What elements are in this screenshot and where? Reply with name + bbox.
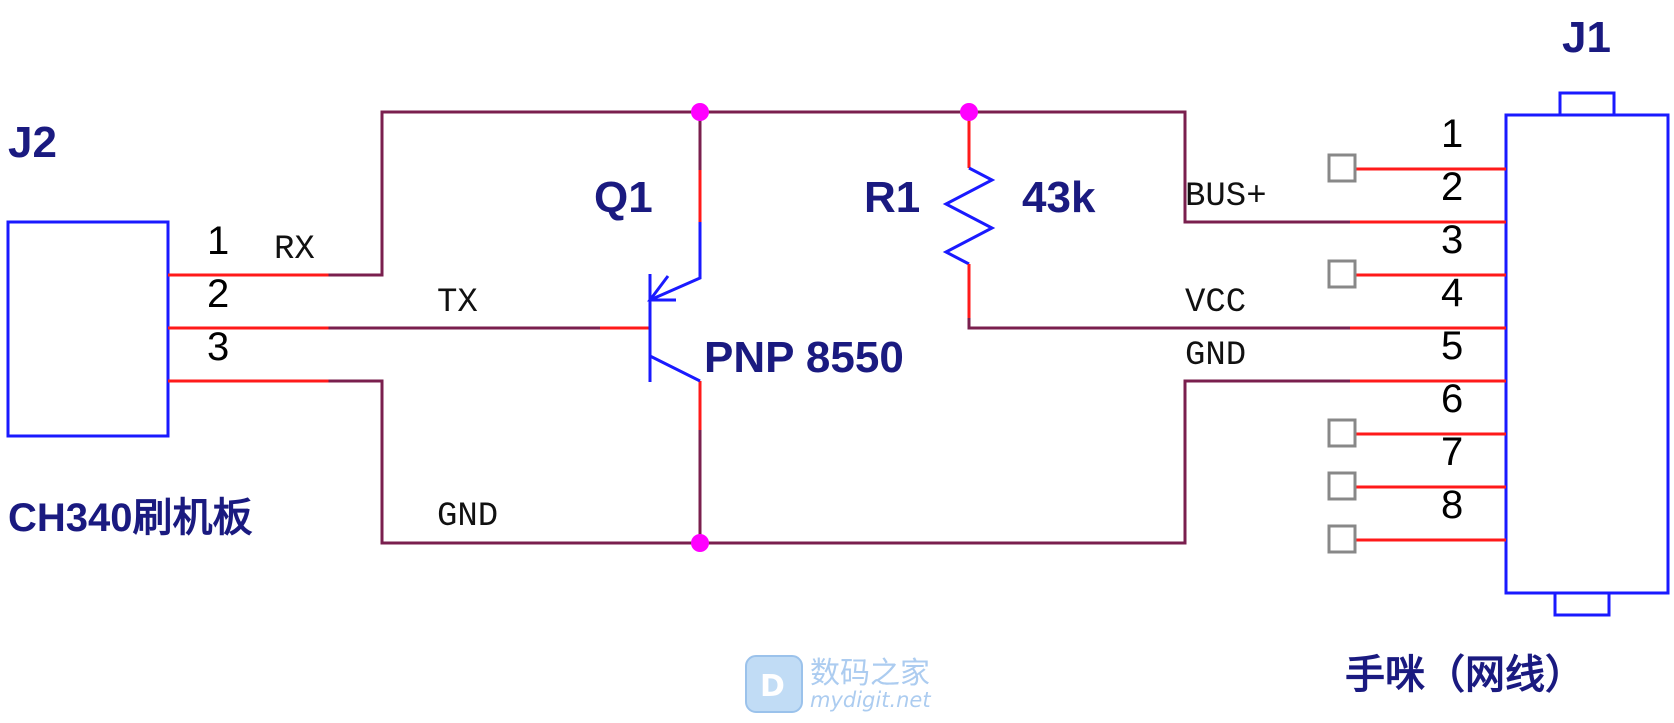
net-label-rx: RX — [274, 231, 315, 269]
j1-pin-number-8: 8 — [1441, 483, 1463, 527]
j2-pin-number-1: 1 — [207, 219, 229, 263]
watermark: D 数码之家 mydigit.net — [745, 655, 931, 713]
j2-body — [6, 220, 170, 438]
no-connect-marker-pin-8 — [1327, 524, 1357, 554]
net-label-bus: BUS+ — [1185, 178, 1267, 216]
j1-pin-number-1: 1 — [1441, 112, 1463, 156]
net-label-gnd-right: GND — [1185, 337, 1246, 375]
j1-pin-number-2: 2 — [1441, 165, 1463, 209]
wires — [328, 110, 1352, 545]
no-connect-marker-pin-1 — [1327, 153, 1357, 183]
j1-pin-number-7: 7 — [1441, 430, 1463, 474]
no-connect-marker-pin-6 — [1327, 418, 1357, 448]
j1-caption: 手咪（网线） — [1345, 653, 1585, 697]
transistor-q1: Q1 PNP 8550 — [594, 170, 904, 430]
r1-value: 43k — [1022, 173, 1096, 222]
junction-dot-bottom-gnd — [691, 534, 709, 552]
j1-pin-number-3: 3 — [1441, 218, 1463, 262]
j1-top-tab — [1558, 91, 1616, 117]
watermark-logo-letter: D — [760, 669, 785, 704]
no-connect-marker-pin-3 — [1327, 259, 1357, 289]
j2-pin-number-3: 3 — [207, 325, 229, 369]
no-connect-marker-pin-7 — [1327, 471, 1357, 501]
junction-dot-top-q1 — [691, 103, 709, 121]
q1-emitter-body — [649, 222, 702, 302]
watermark-logo-icon — [745, 655, 803, 713]
connector-j2: J2 1 2 3 CH340刷机板 — [6, 118, 330, 540]
r1-designator: R1 — [864, 173, 920, 222]
watermark-en-text: mydigit.net — [810, 688, 931, 712]
q1-collector-body — [649, 354, 701, 383]
resistor-r1: R1 43k — [864, 112, 1096, 318]
rx-bus-wire — [328, 110, 1352, 277]
junction-dot-top-r1 — [960, 103, 978, 121]
q1-emitter-arrow-icon — [647, 275, 676, 302]
j2-designator: J2 — [8, 118, 57, 167]
connector-j1: 1 2 3 4 5 6 7 8 J1 手咪（网线） — [1327, 13, 1670, 697]
j2-pin-number-2: 2 — [207, 272, 229, 316]
j1-pin-number-6: 6 — [1441, 377, 1463, 421]
q1-value: PNP 8550 — [704, 333, 904, 382]
net-label-gnd-left: GND — [437, 498, 498, 536]
j1-pin-number-4: 4 — [1441, 271, 1463, 315]
r1-zigzag — [942, 166, 996, 266]
net-labels: RX TX GND BUS+ VCC GND — [274, 178, 1267, 536]
j1-pin-number-5: 5 — [1441, 324, 1463, 368]
watermark-cn-text: 数码之家 — [810, 656, 930, 691]
junctions — [691, 103, 978, 552]
net-label-vcc: VCC — [1185, 284, 1246, 322]
net-label-tx: TX — [437, 284, 478, 322]
q1-designator: Q1 — [594, 173, 653, 222]
j2-caption: CH340刷机板 — [8, 496, 253, 540]
j1-bottom-tab — [1553, 591, 1611, 617]
j1-body — [1504, 113, 1670, 595]
vcc-wire — [967, 316, 1352, 330]
j1-designator: J1 — [1562, 13, 1611, 62]
